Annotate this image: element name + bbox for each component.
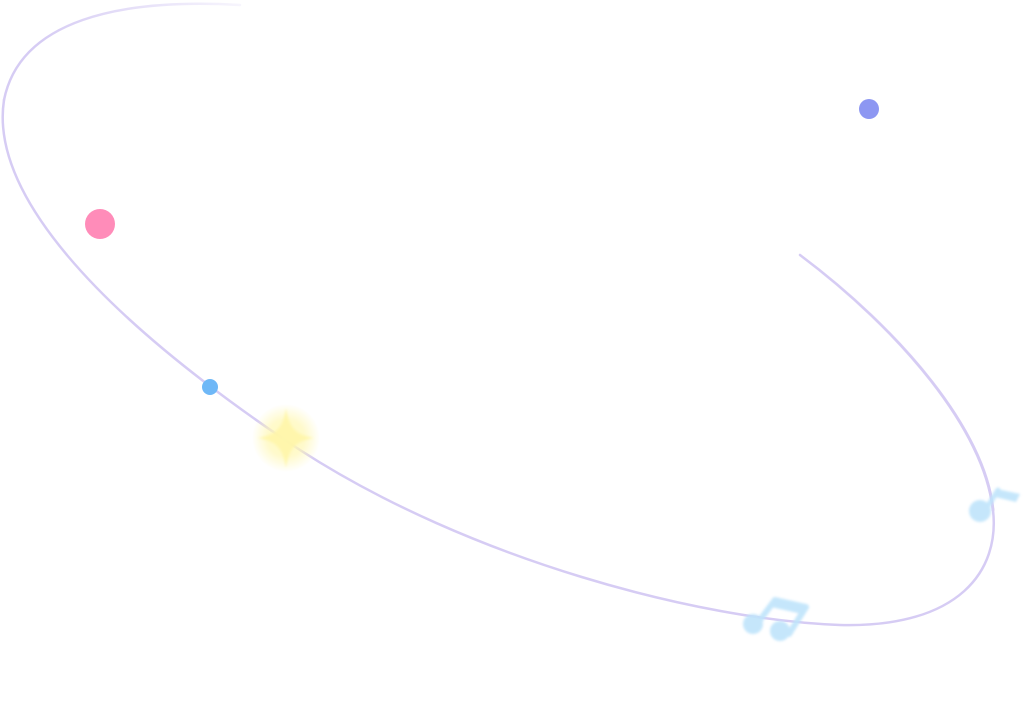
sparkle-star-icon <box>252 404 320 472</box>
orbit-path-top <box>2 2 242 102</box>
pink-dot <box>85 209 115 239</box>
indigo-dot <box>859 99 879 119</box>
blue-dot <box>202 379 218 395</box>
orbit-path-main <box>1 98 996 627</box>
single-music-note-icon <box>969 487 1020 522</box>
double-music-note-icon <box>743 597 809 641</box>
orbit-path-tail <box>798 253 995 512</box>
